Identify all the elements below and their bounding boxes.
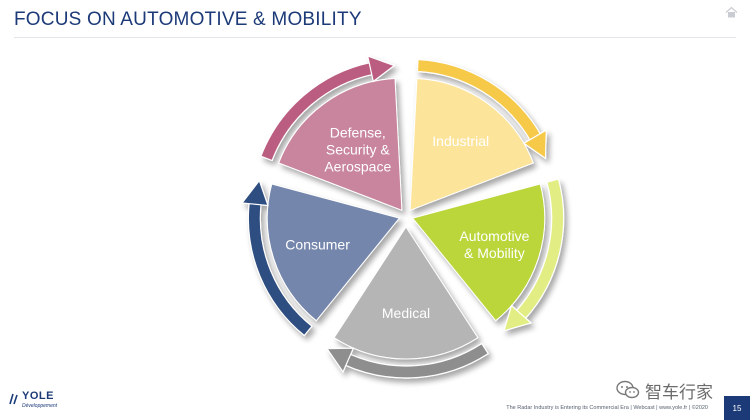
cycle-segment-5	[260, 55, 403, 212]
logo-name: YOLE	[22, 390, 54, 402]
cycle-arrow-head	[325, 347, 355, 374]
cycle-segment-1	[409, 58, 547, 212]
cycle-segment-label: Industrial	[432, 133, 489, 149]
cycle-segment-wedge	[411, 183, 546, 322]
cycle-segment-wedge	[266, 183, 401, 322]
cycle-segment-wedge	[409, 77, 534, 212]
cycle-segment-label: Defense,Security &Aerospace	[324, 125, 391, 175]
yole-logo: YOLE Développement	[8, 388, 68, 416]
cycle-segment-label: Consumer	[285, 237, 350, 253]
cycle-arrow-head	[240, 179, 269, 207]
cycle-arrow-head	[366, 55, 396, 83]
cycle-segment-label: Medical	[382, 305, 430, 321]
cycle-segment-wedge	[278, 77, 403, 212]
cycle-segment-4	[240, 179, 401, 337]
logo-tagline: Développement	[22, 403, 58, 409]
watermark: 智车行家	[616, 378, 713, 403]
cycle-segment-label: Automotive& Mobility	[459, 228, 529, 261]
cycle-segment-3	[325, 226, 490, 379]
slide-title: FOCUS ON AUTOMOTIVE & MOBILITY	[14, 9, 362, 30]
page-number: 15	[724, 396, 750, 420]
cycle-segment-wedge	[333, 226, 479, 360]
cycle-arrow-head	[522, 129, 547, 160]
wechat-icon	[616, 380, 640, 399]
cycle-segment-2	[411, 178, 565, 332]
title-divider	[14, 37, 736, 38]
home-icon[interactable]	[725, 6, 738, 18]
yole-logo-mark	[9, 393, 18, 405]
watermark-text: 智车行家	[645, 382, 713, 403]
footer-text: The Radar Industry is Entering its Comme…	[506, 405, 708, 411]
cycle-arrow-head	[503, 304, 533, 332]
